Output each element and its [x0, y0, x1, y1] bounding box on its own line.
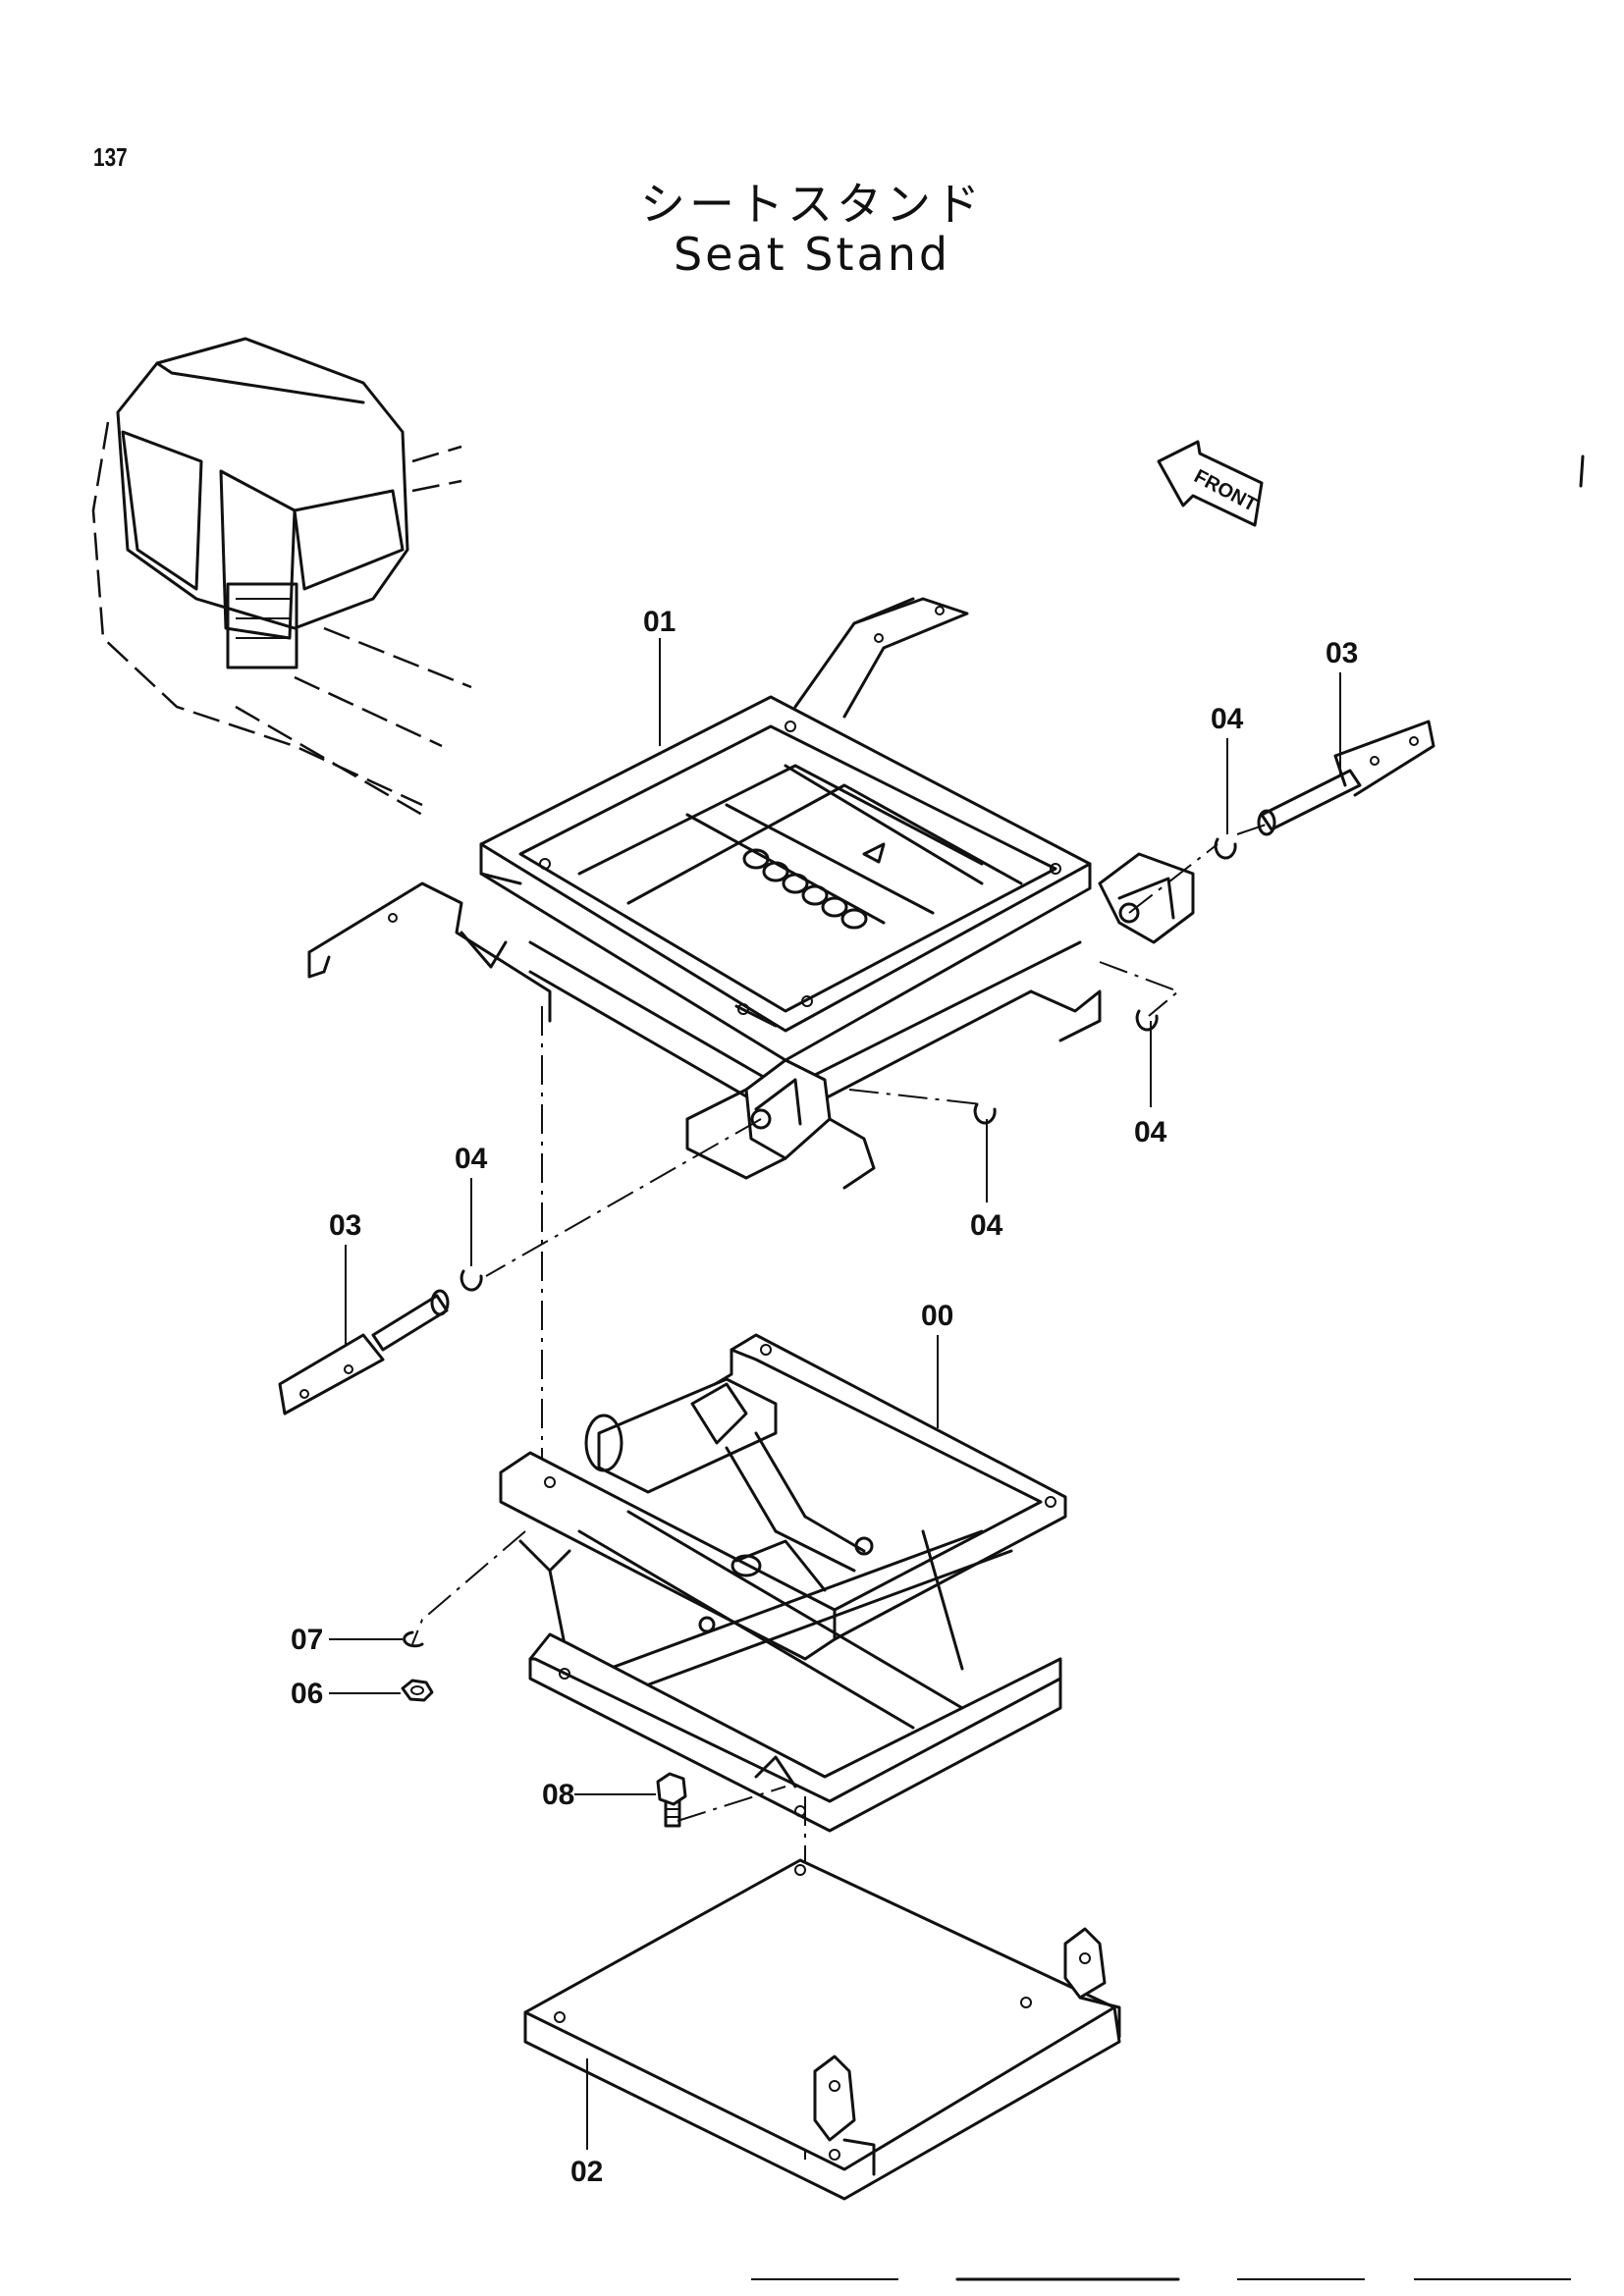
label-00: 00	[921, 1300, 953, 1332]
nut-icon	[401, 1679, 434, 1702]
edge-mark	[1579, 454, 1585, 488]
bolt-icon	[656, 1772, 687, 1828]
callout-labels: 01 03 04 04 04 04 03 00 07 06 08 02	[291, 606, 1358, 2188]
label-04-right: 04	[1134, 1116, 1167, 1148]
label-01: 01	[643, 606, 676, 638]
leader-lines	[329, 638, 1341, 2150]
label-07: 07	[291, 1624, 323, 1656]
label-08: 08	[542, 1779, 574, 1811]
assembly-lines	[411, 822, 1272, 2160]
label-02: 02	[570, 2156, 603, 2188]
page-title-english: Seat Stand	[673, 228, 951, 281]
washer-icon	[403, 1630, 424, 1648]
seat-suspension-assembly	[499, 1333, 1067, 1833]
front-label: FRONT	[1190, 465, 1260, 516]
upper-seat-frame	[307, 597, 1195, 1190]
label-06: 06	[291, 1678, 323, 1710]
page-title-japanese: シートスタンド	[640, 178, 984, 231]
label-04-top-right: 04	[1211, 703, 1244, 735]
seat-base-plate	[523, 1858, 1121, 2201]
excavator-cab-icon	[91, 337, 472, 817]
pin-left	[278, 1289, 450, 1415]
label-04-center: 04	[970, 1209, 1003, 1242]
label-03-left: 03	[329, 1209, 361, 1242]
label-03-right: 03	[1326, 637, 1358, 669]
front-arrow-icon: FRONT	[1157, 440, 1264, 527]
label-04-left: 04	[455, 1143, 488, 1175]
page-number: 137	[93, 142, 128, 172]
pin-right	[1257, 720, 1435, 836]
